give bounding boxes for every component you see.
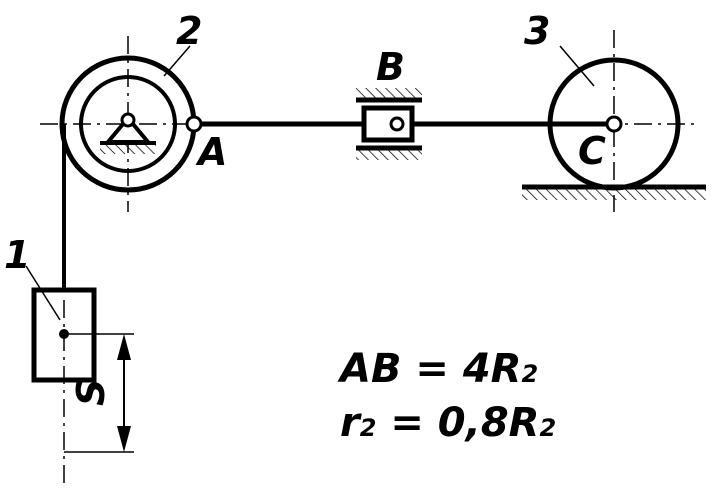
ground-hatch [522,189,706,200]
formula-r2-text: = 0,8R [376,400,540,446]
slider-pin [389,116,405,132]
slider-top-hatch [356,88,422,98]
formula-r2: r2 = 0,8R2 [340,400,556,446]
leader-1 [25,265,61,321]
displacement-dimension [64,333,134,453]
formula-r2-rsubscript: 2 [539,414,557,442]
label-point-a: A [195,130,227,174]
formula-ab-subscript: 2 [521,360,539,388]
formula-r2-symbol: r [340,400,360,446]
formula-ab: AB = 4R2 [340,346,538,392]
leader-lines [25,45,595,321]
label-body-1: 1 [4,233,30,277]
slider-bottom-hatch [356,150,422,160]
arrow-up [117,334,131,360]
label-body-3: 3 [524,9,550,53]
label-point-c: C [578,129,606,173]
pivot-pin [120,112,136,128]
joint-a [185,115,203,133]
formula-ab-text: AB = 4R [340,346,522,392]
leader-2 [163,45,191,77]
joint-c [605,115,623,133]
label-point-b: B [376,45,405,89]
formula-r2-lsubscript: 2 [359,414,377,442]
leader-3 [559,45,595,87]
label-displacement-s: S [69,379,113,406]
slider-block [361,105,415,143]
pulley-inner-rim [79,75,177,173]
pivot-ground-hatch [100,145,156,154]
arrow-down [117,426,131,452]
wheel-3 [522,57,706,200]
pulley-2 [59,55,197,193]
slider-b [356,88,422,160]
label-body-2: 2 [176,9,202,53]
block-body [31,287,97,383]
